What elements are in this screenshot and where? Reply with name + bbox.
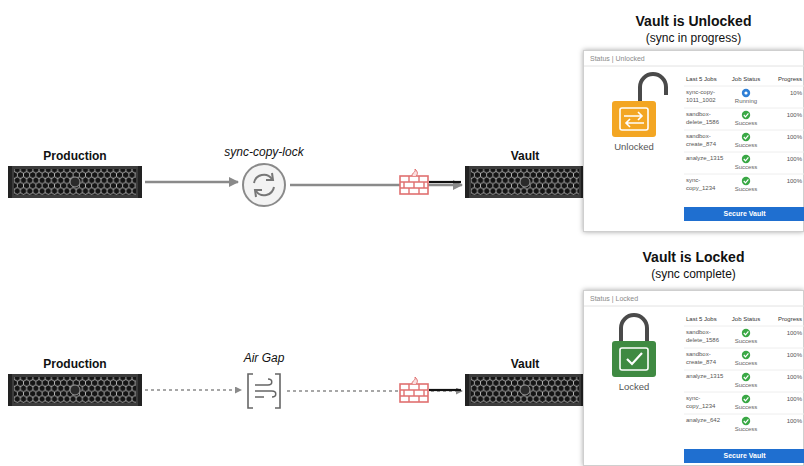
node-shape xyxy=(465,166,585,198)
lock-state-caption: Locked xyxy=(594,381,674,393)
column-header: Job Status xyxy=(724,75,768,83)
column-header: Job Status xyxy=(724,315,768,323)
job-progress: 100% xyxy=(774,396,802,403)
air-gap-icon xyxy=(244,368,284,414)
node-shape xyxy=(8,374,142,406)
job-progress: 100% xyxy=(774,134,802,141)
job-progress: 100% xyxy=(774,418,802,425)
locked-padlock-icon xyxy=(584,291,684,391)
job-name: sync-copy-1011_1002 xyxy=(686,89,728,104)
node-shape xyxy=(241,162,287,208)
job-progress: 100% xyxy=(774,374,802,381)
job-status: Running xyxy=(724,98,768,105)
status-panel: Vault is Unlocked(sync in progress) Secur… xyxy=(583,12,804,232)
sync-copy-lock-step: sync-copy-lock xyxy=(219,144,309,208)
air-gap-step: Air Gap xyxy=(219,350,309,414)
column-header: Last 5 Jobs xyxy=(686,75,734,83)
sync-icon xyxy=(241,162,287,208)
firewall-icon xyxy=(400,169,428,194)
server-graphic xyxy=(8,374,142,406)
status-panel: Vault is Locked(sync complete) Secure Vau… xyxy=(583,248,804,466)
job-status: Success xyxy=(724,426,768,433)
server-box: Vault xyxy=(465,356,585,406)
column-header: Progress xyxy=(774,75,802,83)
node-shape xyxy=(465,374,585,406)
vault-status-screen: Secure Vault Status | UnlockedUnlocked Las… xyxy=(583,50,804,232)
job-name: analyze_642 xyxy=(686,417,728,425)
job-status: Success xyxy=(724,164,768,171)
job-progress: 100% xyxy=(774,330,802,337)
job-name: analyze_1315 xyxy=(686,373,728,381)
job-progress: 10% xyxy=(774,90,802,97)
status-header: Status | Locked xyxy=(590,294,638,303)
server-box: Production xyxy=(8,356,142,406)
server-graphic xyxy=(8,166,142,198)
node-label: Air Gap xyxy=(219,350,309,366)
firewall-icon xyxy=(400,377,428,402)
firewall-link xyxy=(429,182,461,390)
server-box: Vault xyxy=(465,148,585,198)
job-status: Success xyxy=(724,120,768,127)
server-graphic xyxy=(465,374,585,406)
panel-title: Vault is Locked xyxy=(583,248,804,266)
job-name: sync-copy_1234 xyxy=(686,177,728,192)
lock-state-caption: Unlocked xyxy=(594,141,674,153)
sync-connector xyxy=(290,184,462,187)
node-label: sync-copy-lock xyxy=(219,144,309,160)
job-name: sandbox-delete_1586 xyxy=(686,111,728,126)
status-header: Status | Unlocked xyxy=(590,54,645,63)
job-status: Success xyxy=(724,142,768,149)
column-header: Last 5 Jobs xyxy=(686,315,734,323)
panel-title: Vault is Unlocked xyxy=(583,12,804,30)
job-progress: 100% xyxy=(774,178,802,185)
panel-subtitle: (sync complete) xyxy=(583,266,804,282)
job-progress: 100% xyxy=(774,352,802,359)
node-label: Vault xyxy=(465,356,585,372)
secure-vault-button: Secure Vault xyxy=(684,207,804,221)
job-name: sync-copy_1234 xyxy=(686,395,728,410)
job-status: Success xyxy=(724,338,768,345)
unlocked-padlock-icon xyxy=(584,51,684,151)
server-box: Production xyxy=(8,148,142,198)
server-graphic xyxy=(465,166,585,198)
job-status: Success xyxy=(724,186,768,193)
column-header: Progress xyxy=(774,315,802,323)
node-label: Vault xyxy=(465,148,585,164)
vault-status-screen: Secure Vault Status | LockedLocked Last 5 … xyxy=(583,290,804,466)
secure-vault-button: Secure Vault xyxy=(684,449,804,463)
job-name: sandbox-create_874 xyxy=(686,351,728,366)
job-name: analyze_1315 xyxy=(686,155,728,163)
job-name: sandbox-create_874 xyxy=(686,133,728,148)
job-status: Success xyxy=(724,382,768,389)
node-label: Production xyxy=(8,356,142,372)
job-progress: 100% xyxy=(774,112,802,119)
panel-subtitle: (sync in progress) xyxy=(583,30,804,46)
node-shape xyxy=(244,368,284,414)
job-name: sandbox-delete_1586 xyxy=(686,329,728,344)
job-status: Success xyxy=(724,360,768,367)
air-gap-connector xyxy=(145,389,241,390)
job-progress: 100% xyxy=(774,156,802,163)
node-shape xyxy=(8,166,142,198)
sync-connector xyxy=(145,181,238,184)
air-gap-connector xyxy=(287,390,462,391)
node-label: Production xyxy=(8,148,142,164)
job-status: Success xyxy=(724,404,768,411)
button-text: Secure Vault xyxy=(684,449,804,463)
button-text: Secure Vault xyxy=(684,207,804,221)
